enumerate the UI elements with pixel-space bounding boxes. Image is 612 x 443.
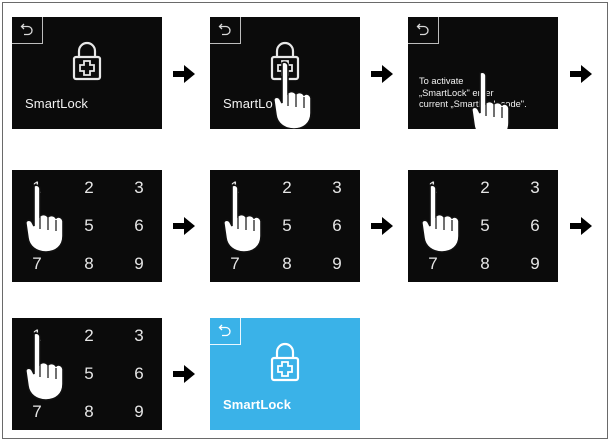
smartlock-screen-step-1: SmartLock xyxy=(12,17,162,129)
key-9[interactable]: 9 xyxy=(134,254,144,273)
pointing-hand-icon xyxy=(471,71,510,129)
key-7[interactable]: 7 xyxy=(32,402,42,421)
pointing-hand-icon xyxy=(223,184,262,253)
message-line: current „SmartLock code". xyxy=(419,99,527,109)
key-7[interactable]: 7 xyxy=(230,254,240,273)
key-5[interactable]: 5 xyxy=(480,216,490,235)
instruction-frame xyxy=(2,2,608,439)
back-button[interactable] xyxy=(12,17,43,44)
message-line: To activate xyxy=(419,76,464,86)
key-6[interactable]: 6 xyxy=(530,216,540,235)
smartlock-active-screen: SmartLock xyxy=(210,318,360,430)
key-5[interactable]: 5 xyxy=(282,216,292,235)
pointing-hand-icon xyxy=(25,184,64,253)
key-3[interactable]: 3 xyxy=(134,326,144,345)
key-5[interactable]: 5 xyxy=(84,216,94,235)
key-9[interactable]: 9 xyxy=(332,254,342,273)
smartlock-label: SmartLo xyxy=(223,96,273,111)
key-8[interactable]: 8 xyxy=(480,254,490,273)
keypad-screen-step-5: 1 2 3 4 5 6 7 8 9 xyxy=(210,170,360,282)
key-9[interactable]: 9 xyxy=(134,402,144,421)
key-2[interactable]: 2 xyxy=(282,178,292,197)
smartlock-label: SmartLock xyxy=(25,96,89,111)
key-8[interactable]: 8 xyxy=(282,254,292,273)
key-3[interactable]: 3 xyxy=(332,178,342,197)
next-step-arrow-icon xyxy=(173,365,195,383)
key-7[interactable]: 7 xyxy=(428,254,438,273)
key-7[interactable]: 7 xyxy=(32,254,42,273)
next-step-arrow-icon xyxy=(570,65,592,83)
smartlock-lock-icon xyxy=(72,41,102,81)
next-step-arrow-icon xyxy=(371,65,393,83)
back-button[interactable] xyxy=(210,318,241,345)
key-6[interactable]: 6 xyxy=(332,216,342,235)
next-step-arrow-icon xyxy=(371,217,393,235)
message-line: „SmartLock" enter xyxy=(419,87,494,98)
keypad-screen-step-4: 1 2 3 4 5 6 7 8 9 xyxy=(12,170,162,282)
pointing-hand-icon xyxy=(25,332,64,401)
keypad-screen-step-7: 1 2 3 4 5 6 7 8 9 xyxy=(12,318,162,430)
smartlock-label: SmartLock xyxy=(223,397,292,412)
key-3[interactable]: 3 xyxy=(134,178,144,197)
key-3[interactable]: 3 xyxy=(530,178,540,197)
key-2[interactable]: 2 xyxy=(84,326,94,345)
key-2[interactable]: 2 xyxy=(84,178,94,197)
next-step-arrow-icon xyxy=(570,217,592,235)
pointing-hand-icon xyxy=(421,184,460,253)
back-arrow-icon xyxy=(20,23,33,36)
back-button[interactable] xyxy=(408,17,439,44)
smartlock-screen-step-2: SmartLo xyxy=(210,17,360,129)
key-8[interactable]: 8 xyxy=(84,254,94,273)
key-8[interactable]: 8 xyxy=(84,402,94,421)
key-6[interactable]: 6 xyxy=(134,216,144,235)
back-arrow-icon xyxy=(416,23,429,36)
keypad-screen-step-6: 1 2 3 4 5 6 7 8 9 xyxy=(408,170,558,282)
back-arrow-icon xyxy=(218,23,231,36)
key-6[interactable]: 6 xyxy=(134,364,144,383)
next-step-arrow-icon xyxy=(173,217,195,235)
key-5[interactable]: 5 xyxy=(84,364,94,383)
next-step-arrow-icon xyxy=(173,65,195,83)
smartlock-lock-icon xyxy=(270,342,300,382)
back-button[interactable] xyxy=(210,17,241,44)
smartlock-screen-step-3: To activate „SmartLock" enter current „S… xyxy=(408,17,558,129)
key-2[interactable]: 2 xyxy=(480,178,490,197)
pointing-hand-icon xyxy=(273,61,312,129)
key-9[interactable]: 9 xyxy=(530,254,540,273)
back-arrow-icon xyxy=(218,324,231,337)
activation-message: To activate „SmartLock" enter current „S… xyxy=(419,76,551,111)
